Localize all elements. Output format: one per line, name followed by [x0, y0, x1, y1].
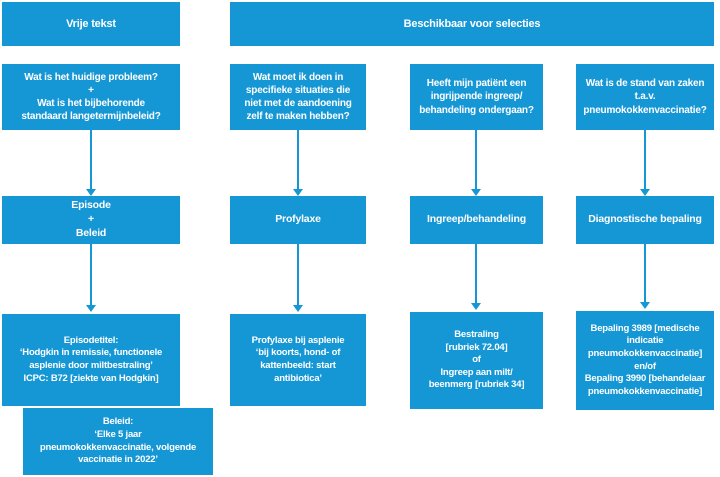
question-box-ingrijpende-ingreep: Heeft mijn patiënt een ingrijpende ingre… — [410, 64, 543, 130]
header-label: Vrije tekst — [66, 17, 116, 30]
detail-label: Profylaxe bij asplenie ‘bij koorts, hond… — [251, 334, 345, 384]
question-label: Heeft mijn patiënt een ingrijpende ingre… — [419, 78, 534, 116]
flow-arrow — [293, 130, 303, 196]
arrow-head-icon — [640, 189, 650, 196]
header-label: Beschikbaar voor selecties — [403, 17, 541, 30]
arrow-head-icon — [86, 305, 96, 312]
flow-arrow — [471, 130, 481, 196]
extra-box-beleid-vaccinatie: Beleid: ‘Elke 5 jaar pneumokokkenvaccina… — [23, 408, 213, 475]
question-box-stand-van-zaken: Wat is de stand van zaken t.a.v. pneumok… — [576, 64, 714, 130]
header-vrije-tekst: Vrije tekst — [2, 2, 180, 46]
category-label: Diagnostische bepaling — [588, 213, 702, 226]
question-label: Wat is de stand van zaken t.a.v. pneumok… — [583, 78, 707, 116]
question-box-specifieke-situaties: Wat moet ik doen in specifieke situaties… — [230, 64, 366, 130]
arrow-line — [297, 130, 299, 189]
detail-box-profylaxe-asplenie: Profylaxe bij asplenie ‘bij koorts, hond… — [230, 314, 366, 406]
detail-box-bestraling-ingreep: Bestraling [rubriek 72.04] of Ingreep aa… — [410, 312, 543, 409]
detail-box-bepaling-3989-3990: Bepaling 3989 [medische indicatie pneumo… — [576, 311, 714, 410]
category-box-diagnostische-bepaling: Diagnostische bepaling — [576, 196, 714, 244]
detail-label: Episodetitel: ‘Hodgkin in remissie, func… — [19, 334, 163, 384]
detail-label: Bepaling 3989 [medische indicatie pneumo… — [584, 322, 706, 397]
arrow-head-icon — [471, 303, 481, 310]
flow-arrow — [86, 244, 96, 312]
category-box-ingreep-behandeling: Ingreep/behandeling — [410, 196, 543, 244]
detail-label: Bestraling [rubriek 72.04] of Ingreep aa… — [428, 329, 525, 391]
arrow-line — [475, 130, 477, 189]
arrow-line — [90, 130, 92, 189]
extra-label: Beleid: ‘Elke 5 jaar pneumokokkenvaccina… — [39, 416, 197, 466]
arrow-line — [297, 244, 299, 305]
category-box-episode-beleid: Episode + Beleid — [2, 196, 180, 244]
question-box-huidig-probleem: Wat is het huidige probleem? + Wat is he… — [2, 64, 180, 130]
arrow-head-icon — [86, 189, 96, 196]
header-beschikbaar-voor-selecties: Beschikbaar voor selecties — [230, 2, 714, 46]
arrow-line — [475, 244, 477, 303]
arrow-line — [644, 244, 646, 302]
arrow-head-icon — [471, 189, 481, 196]
category-label: Profylaxe — [275, 213, 321, 226]
category-label: Episode + Beleid — [71, 199, 111, 239]
arrow-line — [90, 244, 92, 305]
arrow-head-icon — [640, 302, 650, 309]
flow-arrow — [640, 244, 650, 309]
arrow-head-icon — [293, 189, 303, 196]
arrow-line — [644, 130, 646, 189]
arrow-head-icon — [293, 305, 303, 312]
category-box-profylaxe: Profylaxe — [230, 196, 366, 244]
question-label: Wat is het huidige probleem? + Wat is he… — [21, 71, 161, 123]
flow-arrow — [640, 130, 650, 196]
question-label: Wat moet ik doen in specifieke situaties… — [244, 71, 352, 123]
flow-arrow — [471, 244, 481, 310]
detail-box-episodetitel: Episodetitel: ‘Hodgkin in remissie, func… — [2, 314, 180, 406]
flow-arrow — [293, 244, 303, 312]
flow-arrow — [86, 130, 96, 196]
category-label: Ingreep/behandeling — [427, 213, 526, 226]
